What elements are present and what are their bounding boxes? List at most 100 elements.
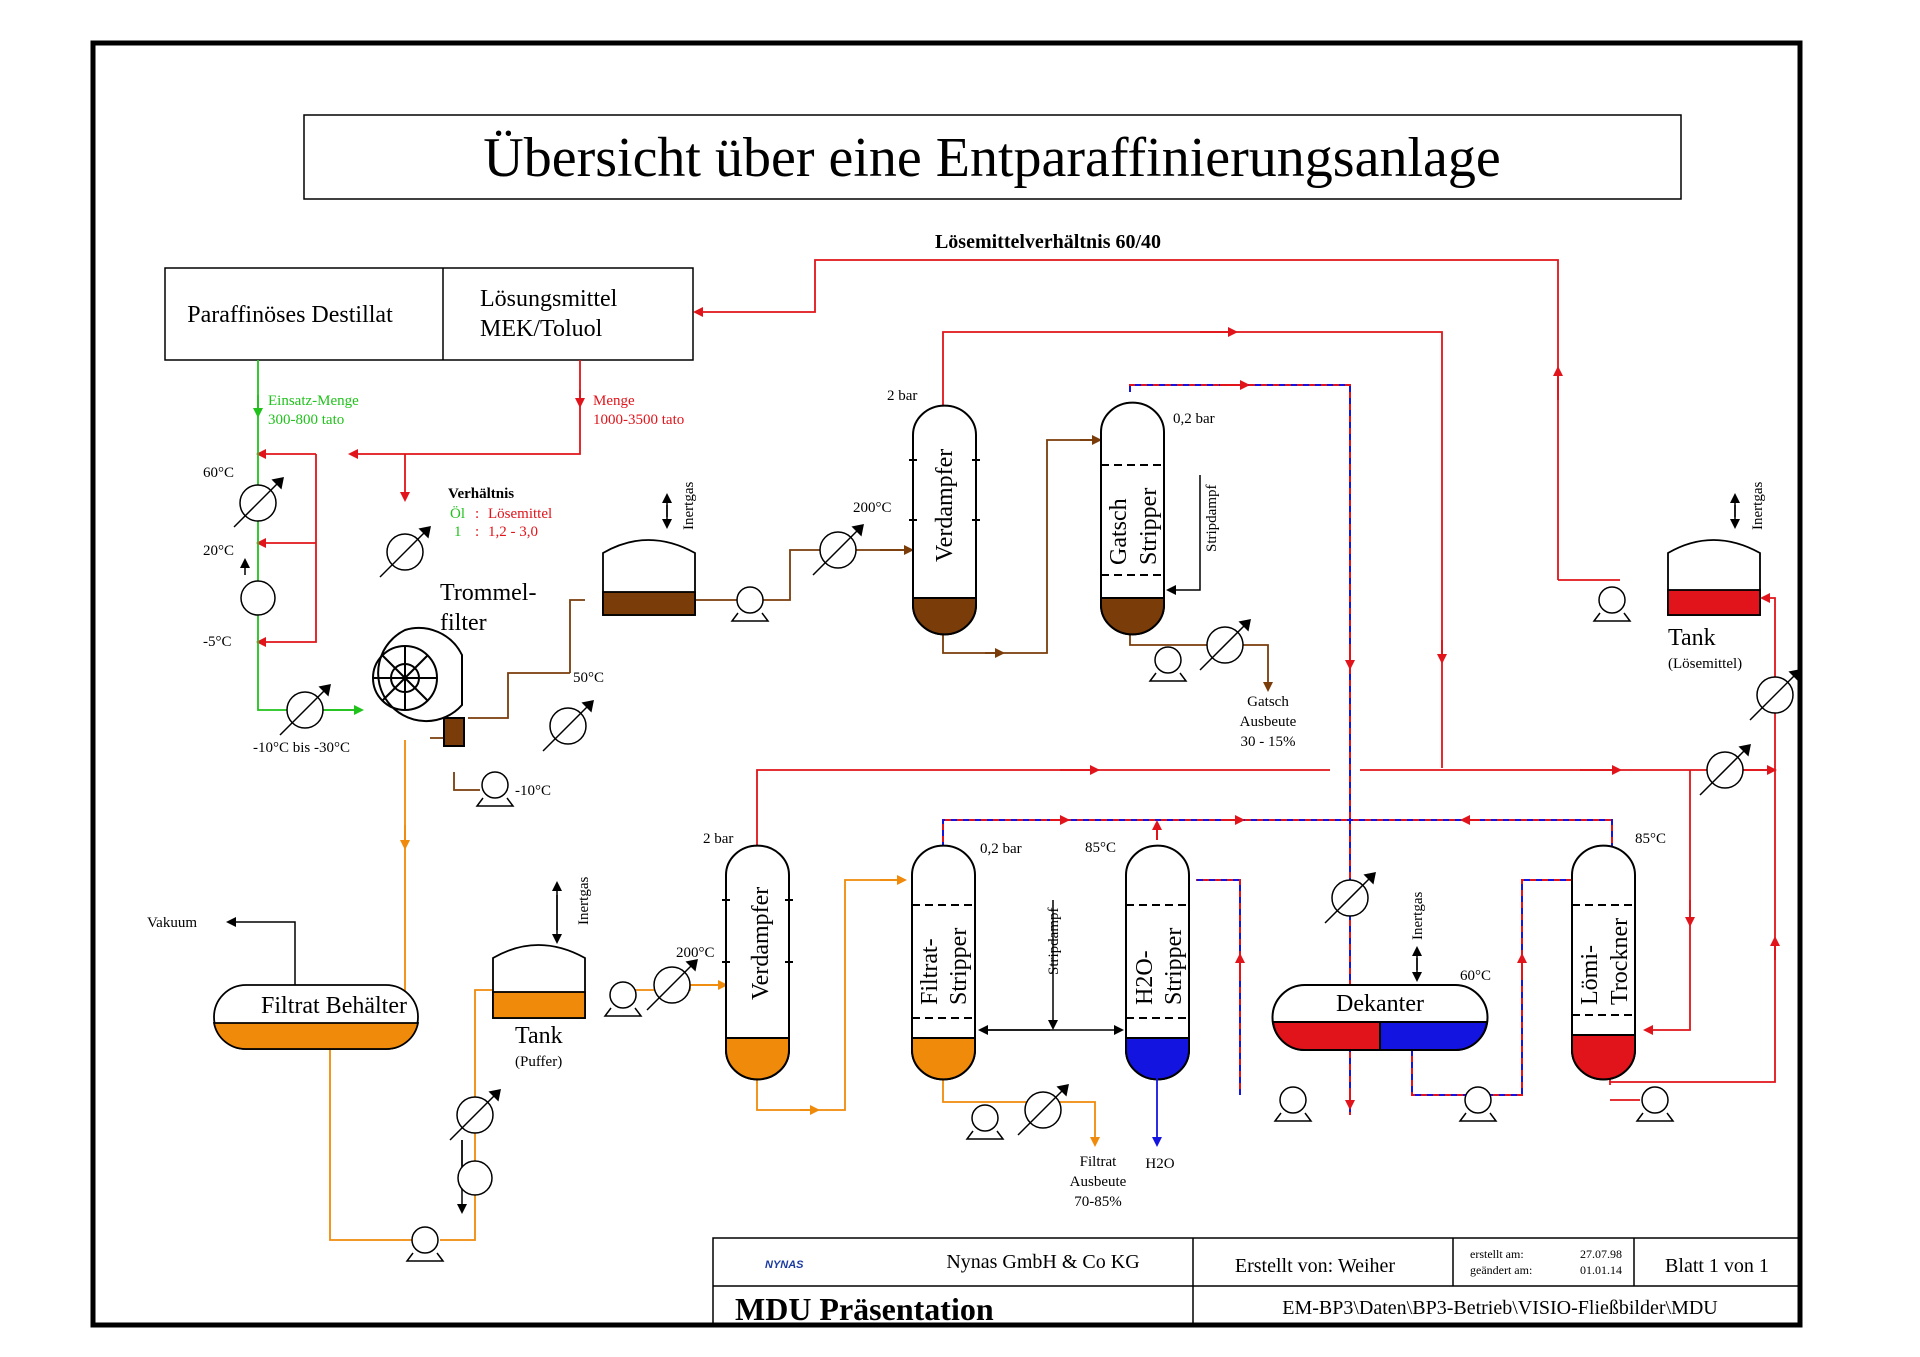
nynas-logo: NYNAS xyxy=(765,1259,804,1271)
pump-filtrat-behaelter xyxy=(405,1226,445,1262)
filtrat-stripper-label-1: Filtrat- xyxy=(917,938,943,1005)
temp-minus10c: -10°C xyxy=(515,783,551,799)
pressure-2bar-top: 2 bar xyxy=(887,388,917,404)
tank-buffer-sub: (Puffer) xyxy=(515,1054,562,1070)
temp-20c: 20°C xyxy=(203,543,234,559)
exchanger-200c-bottom xyxy=(646,959,698,1011)
h2o-output: H2O xyxy=(1145,1156,1174,1172)
footer-author: Erstellt von: Weiher xyxy=(1235,1255,1396,1277)
temp-85c-loemi: 85°C xyxy=(1635,831,1666,847)
black-lines xyxy=(226,475,1740,1214)
tank-buffer-label: Tank xyxy=(515,1023,563,1049)
sensor-buffer xyxy=(457,1160,493,1196)
filtrat-behaelter xyxy=(212,984,420,1050)
ratio-solvent: Lösemittel xyxy=(488,506,552,522)
trommelfilter-label-2: filter xyxy=(440,610,487,636)
filtrat-output-1: Filtrat xyxy=(1080,1154,1117,1170)
temp-85c-h2o: 85°C xyxy=(1085,840,1116,856)
loemi-label-1: Lömi- xyxy=(1577,945,1603,1005)
temp-200c-top: 200°C xyxy=(853,500,892,516)
ratio-range: 1,2 - 3,0 xyxy=(488,524,538,540)
dekanter-label: Dekanter xyxy=(1336,991,1424,1017)
column-h2o-stripper xyxy=(1125,844,1190,1081)
heat-exchangers xyxy=(233,477,1801,1196)
ratio-oil: Öl xyxy=(450,505,465,522)
gatsch-output-1: Gatsch xyxy=(1247,694,1289,710)
footer-sheet: Blatt 1 von 1 xyxy=(1665,1255,1769,1277)
exchanger-filtrat xyxy=(1017,1084,1069,1136)
footer-presentation: MDU Präsentation xyxy=(735,1291,994,1327)
temp-cold-range: -10°C bis -30°C xyxy=(253,740,350,756)
temp-60c: 60°C xyxy=(203,465,234,481)
stripdampf-label-2: Stripdampf xyxy=(1046,908,1062,976)
exchanger-dekanter xyxy=(1324,872,1376,924)
pressure-2bar-bottom: 2 bar xyxy=(703,831,733,847)
tank-solvent-label: Tank xyxy=(1668,625,1716,651)
footer-changed-label: geändert am: xyxy=(1470,1263,1532,1277)
verdampfer-bottom-label: Verdampfer xyxy=(748,887,774,1000)
solvent-label-2: MEK/Toluol xyxy=(480,316,603,342)
footer-path: EM-BP3\Daten\BP3-Betrieb\VISIO-Fließbild… xyxy=(1282,1297,1718,1319)
filtrat-behaelter-label: Filtrat Behälter xyxy=(261,993,407,1019)
solvent-ratio-label: Lösemittelverhältnis 60/40 xyxy=(935,231,1161,253)
gatsch-output-2: Ausbeute xyxy=(1240,714,1297,730)
distillate-label: Paraffinöses Destillat xyxy=(187,302,393,328)
tank-buffer xyxy=(492,944,586,1019)
pump-buffer xyxy=(603,981,643,1017)
title-box xyxy=(303,114,1682,200)
pump-dekanter-left xyxy=(1273,1086,1313,1122)
pump-loemi xyxy=(1635,1086,1675,1122)
gatsch-stripper-label-2: Stripper xyxy=(1136,488,1162,565)
temp-60c-dekanter: 60°C xyxy=(1460,968,1491,984)
column-loemi-trockner xyxy=(1571,844,1636,1081)
ratio-colon-2: : xyxy=(475,524,479,540)
page-title: Übersicht über eine Entparaffinierungsan… xyxy=(483,127,1500,189)
pump-solvent-tank xyxy=(1592,586,1632,622)
gatsch-output-3: 30 - 15% xyxy=(1241,734,1296,750)
vakuum-label: Vakuum xyxy=(147,915,197,931)
pump-gatsch xyxy=(1148,646,1188,682)
tank-wax xyxy=(602,539,696,616)
temp-50c: 50°C xyxy=(573,670,604,686)
temp-200c-bottom: 200°C xyxy=(676,945,715,961)
pump-dekanter-right xyxy=(1458,1086,1498,1122)
column-gatsch-stripper xyxy=(1100,401,1165,636)
exchanger-buffer xyxy=(449,1089,501,1141)
stripdampf-label-1: Stripdampf xyxy=(1204,485,1220,553)
exchanger-tank-right xyxy=(1749,669,1801,721)
filtrate-lines xyxy=(329,740,1100,1241)
pump-inertgas-tank xyxy=(730,586,770,622)
dekanter xyxy=(1271,984,1489,1052)
inertgas-label-3: Inertgas xyxy=(576,877,592,925)
filtrat-stripper-label-2: Stripper xyxy=(946,928,972,1005)
pressure-02bar-bottom: 0,2 bar xyxy=(980,841,1022,857)
ratio-colon-1: : xyxy=(475,506,479,522)
pump-filtrat xyxy=(965,1104,1005,1140)
filtrat-output-2: Ausbeute xyxy=(1070,1174,1127,1190)
sensor-20c xyxy=(240,580,276,616)
solvent-label-1: Lösungsmittel xyxy=(480,286,618,312)
inertgas-label-2: Inertgas xyxy=(1750,482,1766,530)
exchanger-middle-right xyxy=(1699,744,1751,796)
pump-trommel xyxy=(475,771,515,807)
inertgas-label-4: Inertgas xyxy=(1410,892,1426,940)
trommelfilter xyxy=(372,627,465,747)
exchanger-60c xyxy=(233,477,284,528)
tank-solvent xyxy=(1667,539,1761,616)
ratio-heading: Verhältnis xyxy=(448,486,514,502)
solvent-amount-label: Menge xyxy=(593,393,635,409)
loemi-label-2: Trockner xyxy=(1607,918,1633,1005)
exchanger-50c xyxy=(542,700,594,752)
solvent-lines xyxy=(256,259,1780,1101)
exchanger-trommel xyxy=(379,526,431,578)
inertgas-label-1: Inertgas xyxy=(681,482,697,530)
column-verdampfer-bottom xyxy=(722,844,793,1081)
footer-table xyxy=(712,1237,1801,1326)
tank-solvent-sub: (Lösemittel) xyxy=(1668,656,1742,672)
footer-created-label: erstellt am: xyxy=(1470,1247,1524,1261)
ratio-one: 1 xyxy=(454,524,462,540)
gatsch-stripper-label-1: Gatsch xyxy=(1106,498,1132,565)
h2o-stripper-label-1: H2O- xyxy=(1132,950,1158,1005)
footer-changed-value: 01.01.14 xyxy=(1580,1263,1622,1277)
